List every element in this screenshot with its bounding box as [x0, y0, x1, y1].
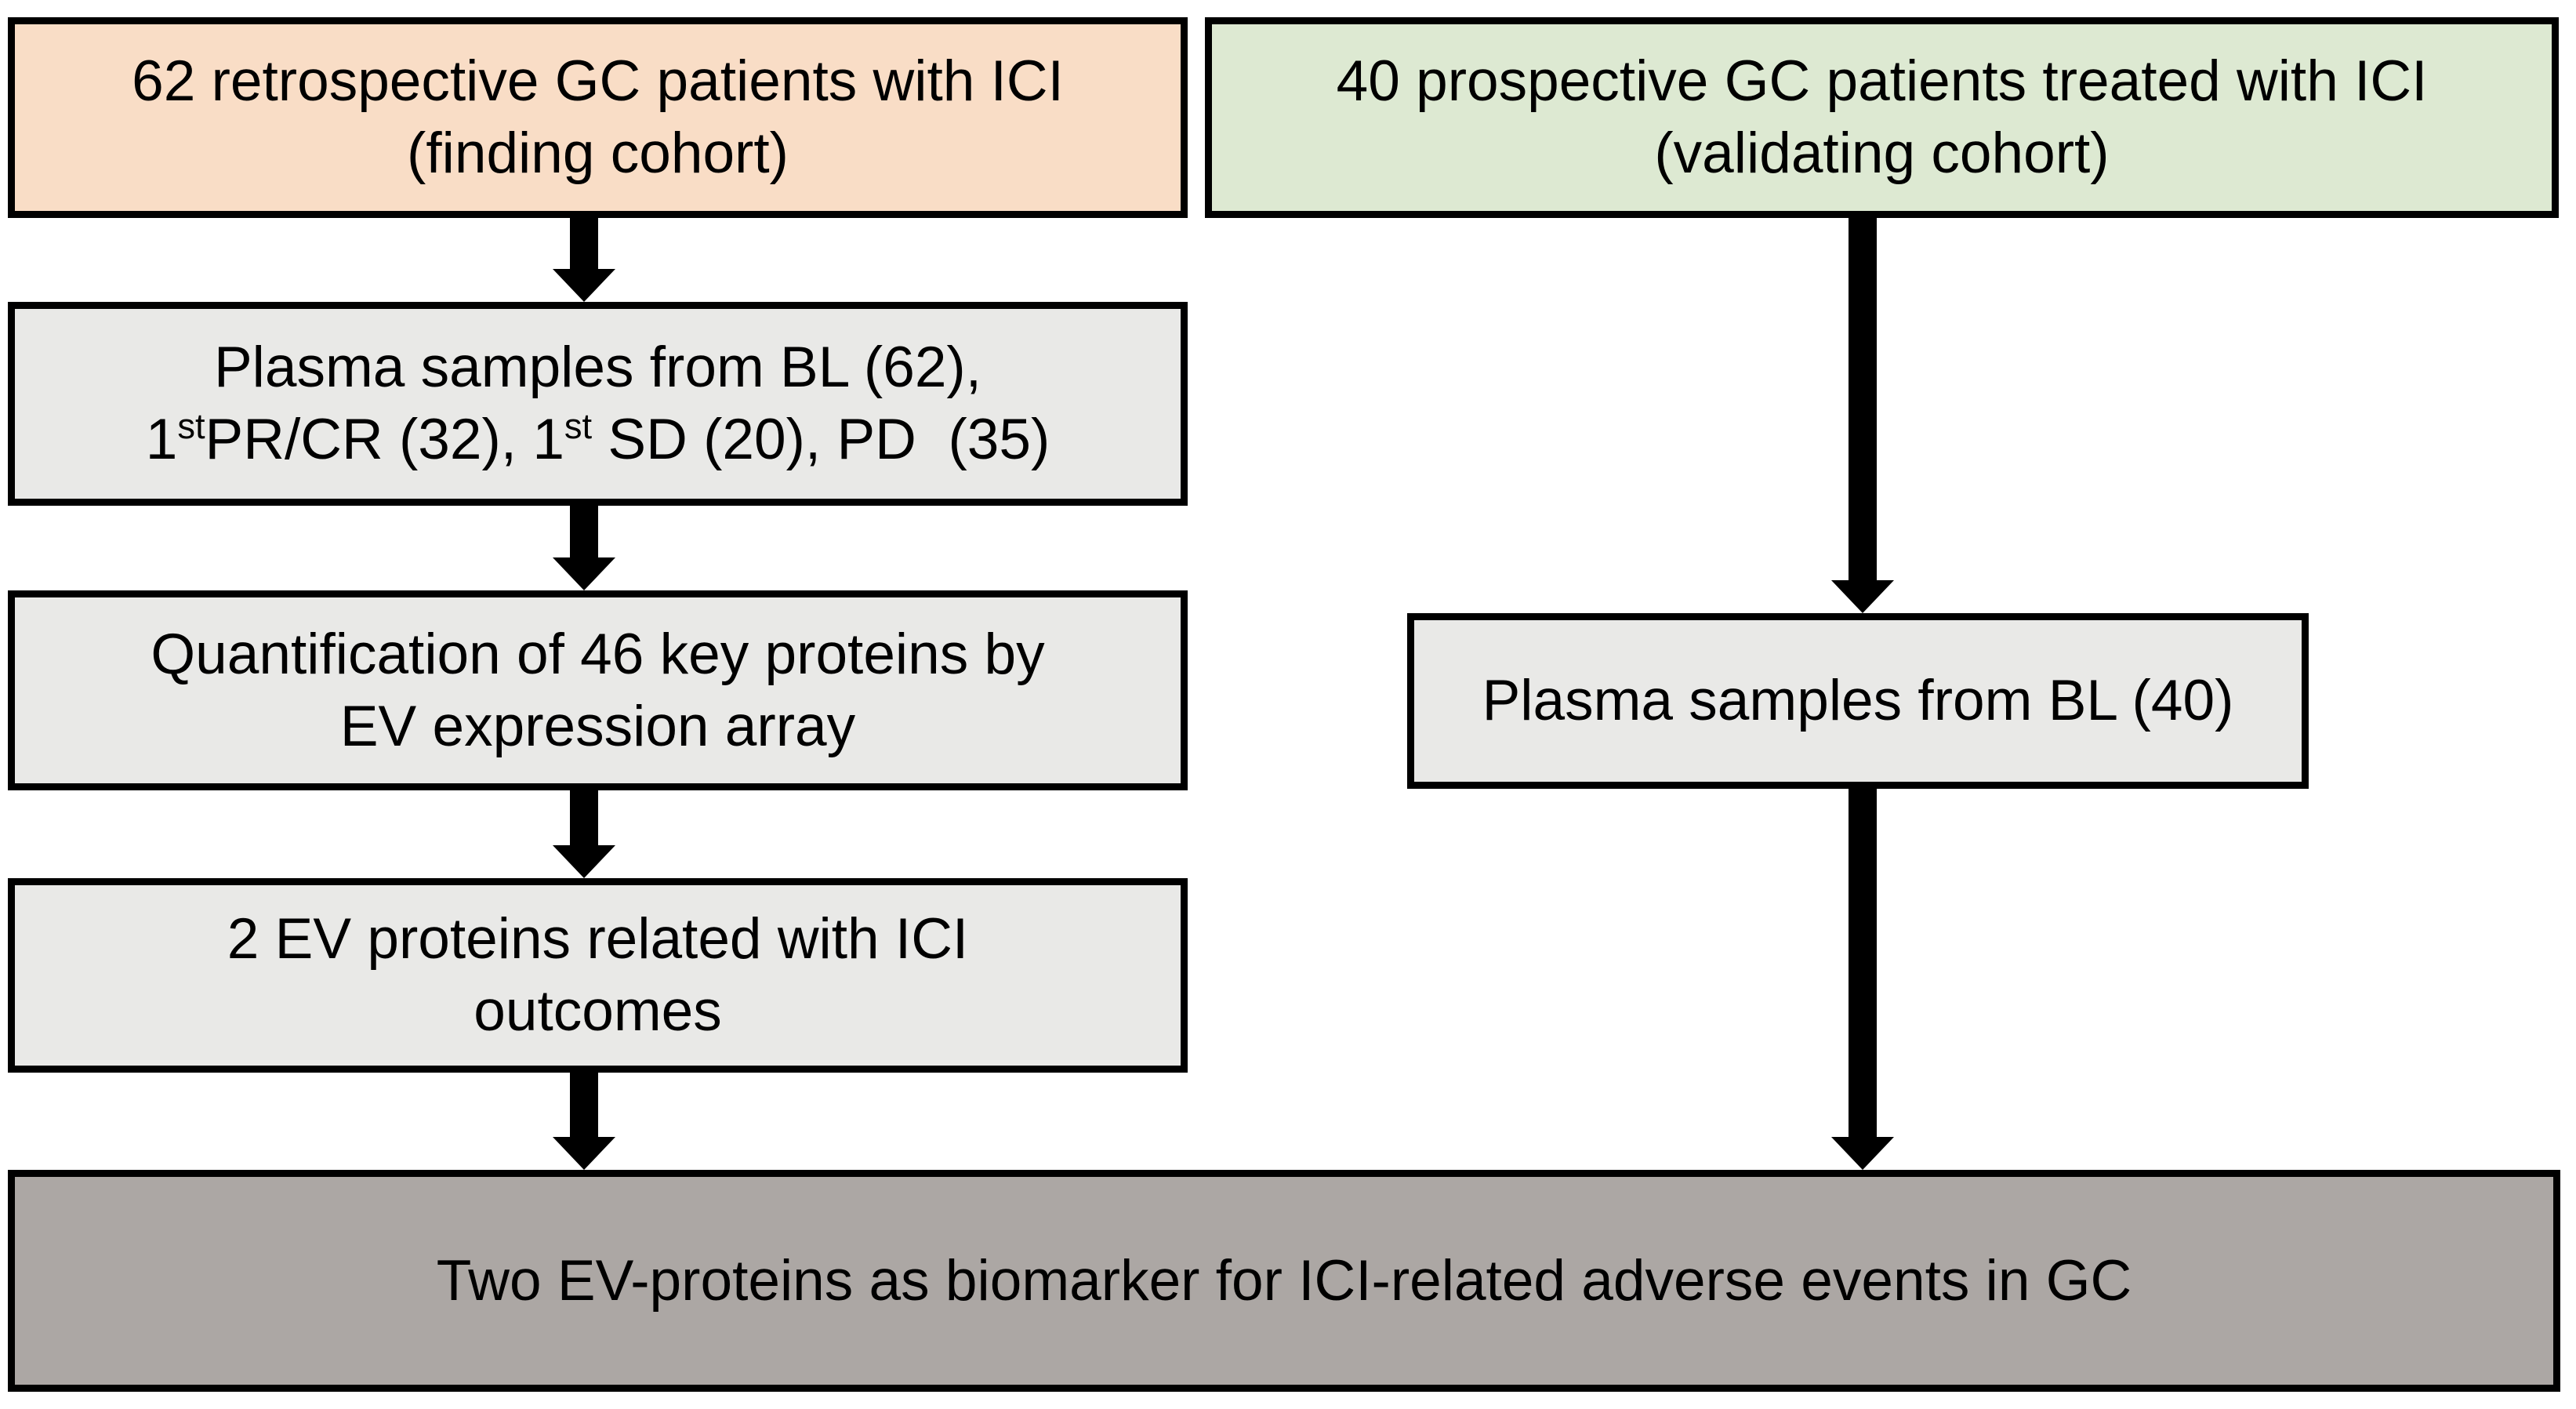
validating-cohort-line1: 40 prospective GC patients treated with … [1336, 49, 2428, 113]
plasma-finding-superscript-1: st [177, 406, 205, 447]
finding-cohort-box: 62 retrospective GC patients with ICI (f… [8, 17, 1188, 218]
ev-proteins-line2: outcomes [473, 979, 722, 1043]
validating-cohort-line2: (validating cohort) [1654, 122, 2110, 185]
arrow-stem [570, 506, 598, 557]
quantification-line1: Quantification of 46 key proteins by [151, 622, 1045, 686]
conclusion-box: Two EV-proteins as biomarker for ICI-rel… [8, 1170, 2560, 1392]
arrow-validating-to-plasma [1831, 218, 1894, 613]
plasma-finding-seg1: 1 [145, 408, 178, 471]
arrow-down-icon [553, 845, 615, 878]
arrow-finding-to-plasma [553, 218, 615, 302]
arrow-stem [1849, 218, 1877, 580]
quantification-line2: EV expression array [339, 694, 856, 758]
conclusion-line1: Two EV-proteins as biomarker for ICI-rel… [436, 1248, 2132, 1313]
plasma-samples-finding-line2: 1stPR/CR (32), 1st SD (20), PD (35) [146, 404, 1050, 476]
arrow-down-icon [553, 1137, 615, 1170]
plasma-finding-superscript-2: st [564, 406, 593, 447]
quantification-box: Quantification of 46 key proteins by EV … [8, 590, 1188, 790]
plasma-samples-finding-box: Plasma samples from BL (62), 1stPR/CR (3… [8, 302, 1188, 506]
finding-cohort-line1: 62 retrospective GC patients with ICI [132, 49, 1064, 113]
plasma-finding-seg2: PR/CR (32), 1 [205, 408, 564, 471]
finding-cohort-line2: (finding cohort) [407, 122, 789, 185]
plasma-samples-validating-box: Plasma samples from BL (40) [1407, 613, 2309, 789]
validating-cohort-box: 40 prospective GC patients treated with … [1205, 17, 2559, 218]
plasma-finding-seg3: SD (20), PD (35) [592, 408, 1050, 471]
arrow-stem [570, 218, 598, 269]
arrow-down-icon [1831, 1137, 1894, 1170]
arrow-plasma-validating-to-conclusion [1831, 789, 1894, 1170]
arrow-evproteins-to-conclusion [553, 1073, 615, 1170]
arrow-stem [570, 790, 598, 845]
arrow-down-icon [553, 269, 615, 302]
plasma-samples-finding-line1: Plasma samples from BL (62), [213, 336, 982, 399]
arrow-stem [1849, 789, 1877, 1137]
arrow-down-icon [553, 557, 615, 590]
ev-proteins-box: 2 EV proteins related with ICI outcomes [8, 878, 1188, 1073]
ev-proteins-line1: 2 EV proteins related with ICI [227, 907, 969, 971]
arrow-plasma-to-quantification [553, 506, 615, 590]
arrow-down-icon [1831, 580, 1894, 613]
plasma-samples-validating-line1: Plasma samples from BL (40) [1482, 669, 2234, 732]
arrow-stem [570, 1073, 598, 1137]
arrow-quantification-to-evproteins [553, 790, 615, 878]
